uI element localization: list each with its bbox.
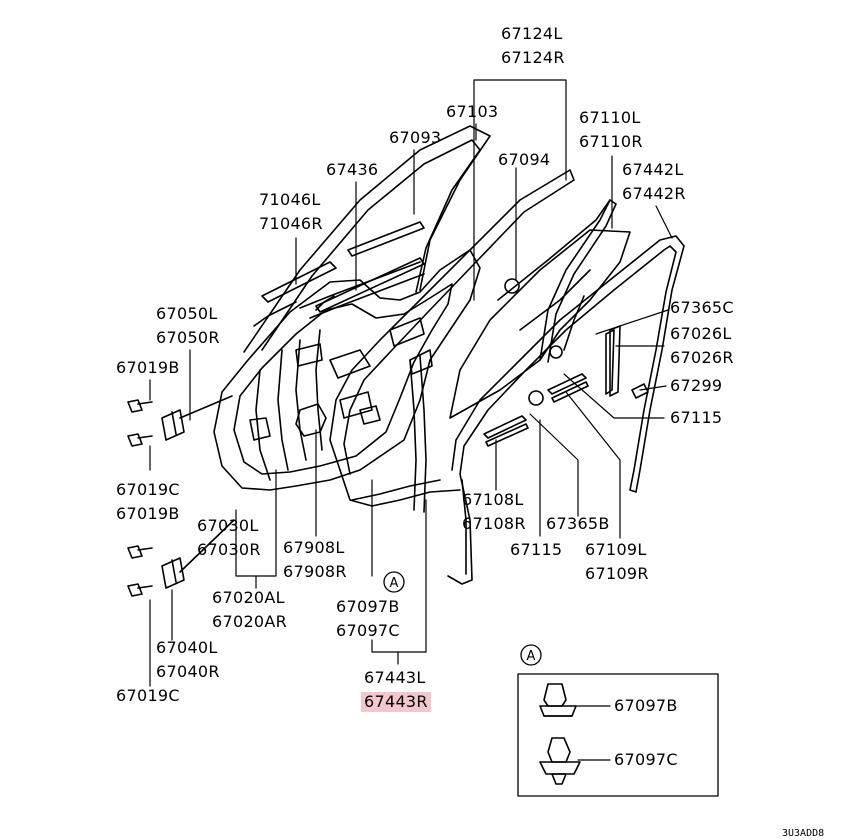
part-label: 67443L [364,668,426,687]
part-label: 67365C [670,298,734,317]
part-label: 67040L [156,638,218,657]
part-label: 67115 [510,540,563,559]
clip-b-icon [539,683,577,717]
part-label: 67908L [283,538,345,557]
part-label: 67050R [156,328,220,347]
part-label: 67103 [446,102,499,121]
part-label: 67436 [326,160,379,179]
part-label: 67115 [670,408,723,427]
part-label: 67026R [670,348,734,367]
leader-lines [149,79,673,761]
part-label: 67108R [462,514,526,533]
part-label: 71046R [259,214,323,233]
part-label: 67109R [585,564,649,583]
highlighted-part-label[interactable]: 67443R [361,692,431,712]
part-label: 67097B [336,597,400,616]
door-inner-panel [213,249,481,491]
part-label: 67020AL [212,588,285,607]
small-parts-right [483,278,649,447]
part-label: 67124L [501,24,563,43]
part-label: 67019C [116,686,180,705]
part-label: 67109L [585,540,647,559]
part-label: 67110L [579,108,641,127]
part-label: 67097C [336,621,400,640]
part-label: 67019B [116,504,180,523]
belt-moldings [253,221,425,327]
part-label: 67108L [462,490,524,509]
drawing-code: 3U3ADD8 [782,828,825,839]
part-label: 67442L [622,160,684,179]
part-label: 67097B [614,696,678,715]
inset-box-a [517,673,719,797]
center-channel [409,355,427,513]
part-label: 67110R [579,132,643,151]
part-label: 67097C [614,750,678,769]
part-label: 67019B [116,358,180,377]
door-glass [449,199,631,419]
window-frame [243,125,491,353]
bolt-icon [127,399,153,597]
callout-letter: A [527,649,536,664]
part-label: 67094 [498,150,551,169]
part-label: 67908R [283,562,347,581]
callout-letter: A [390,576,399,591]
hinges-bolts [127,395,235,597]
part-label: 67442R [622,184,686,203]
part-label: 71046L [259,190,321,209]
part-label: 67040R [156,662,220,681]
part-label: 67026L [670,324,732,343]
part-label: 67093 [389,128,442,147]
glass-run-channel [329,169,575,507]
part-label: 67365B [546,514,610,533]
part-label: 67020AR [212,612,288,631]
part-label: 67299 [670,376,723,395]
part-label: 67019C [116,480,180,499]
part-label: 67030R [197,540,261,559]
part-label: 67124R [501,48,565,67]
outer-weatherstrip [447,235,685,585]
callout-a-marker [383,571,542,666]
part-label: 67050L [156,304,218,323]
clip-c-icon [539,737,581,785]
part-label: 67030L [197,516,259,535]
